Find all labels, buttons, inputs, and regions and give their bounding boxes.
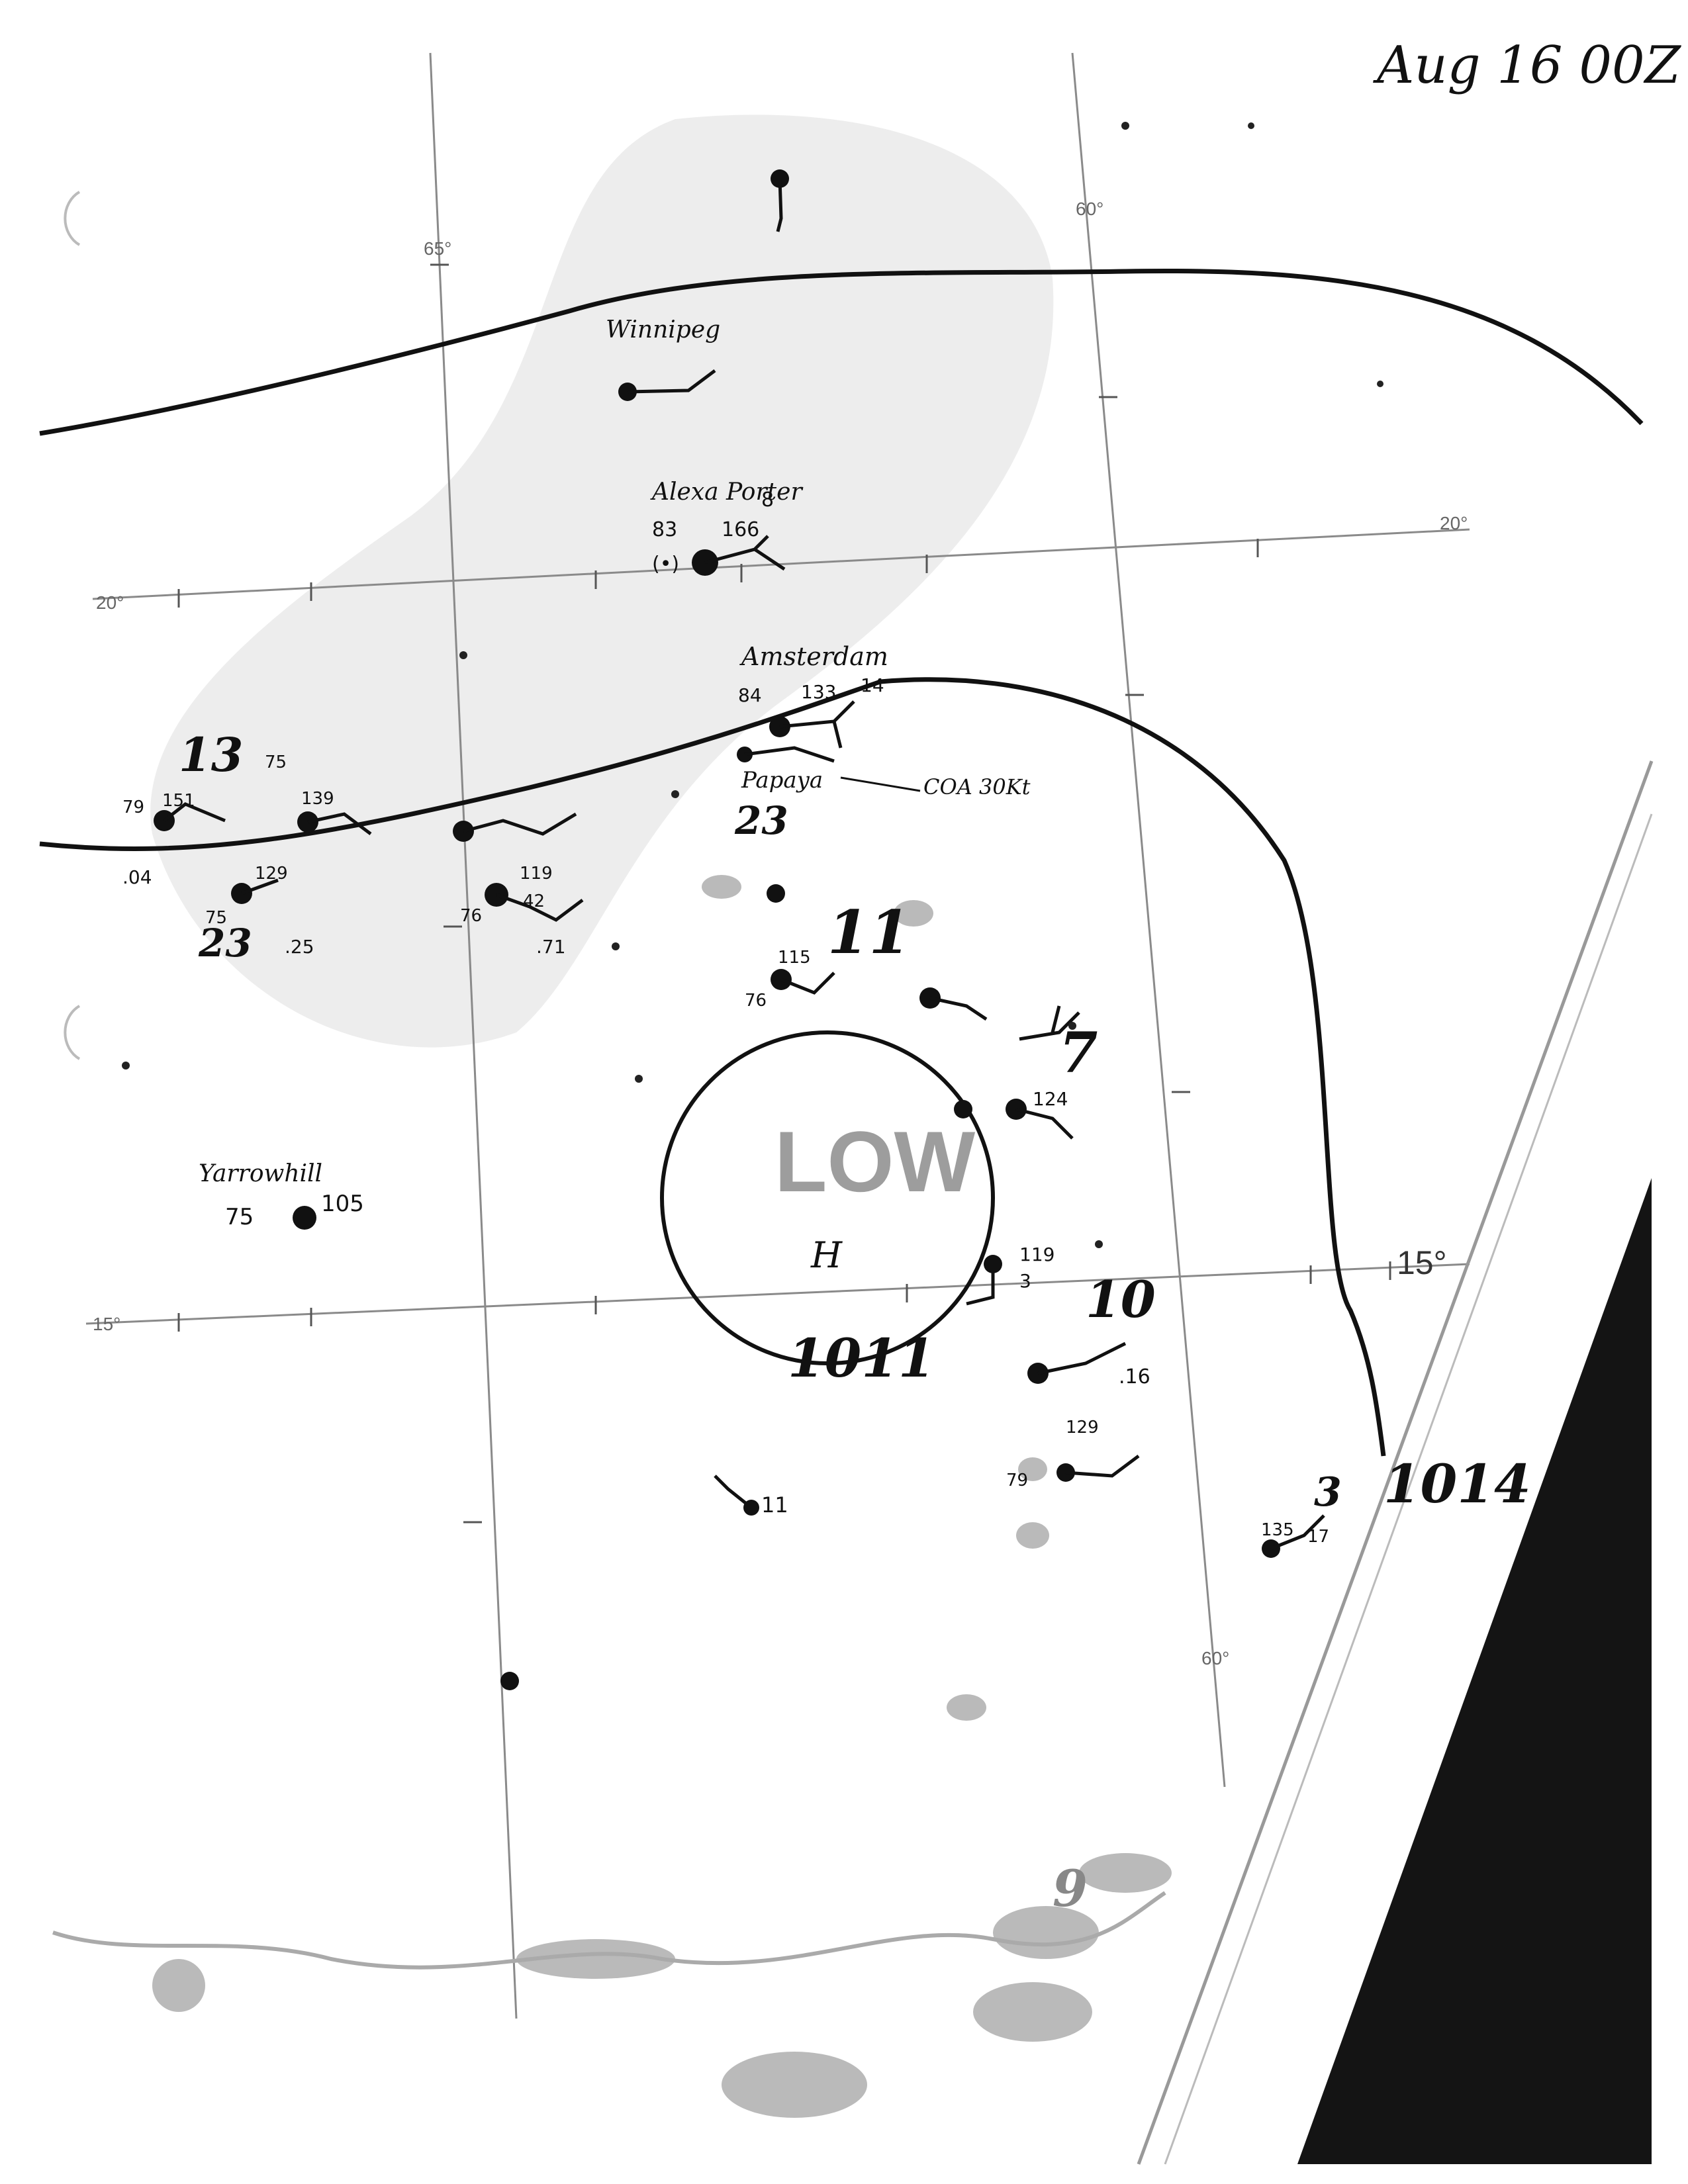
pressure-change-10: 10 [1086,1270,1156,1329]
dark-corner [1297,1178,1652,2164]
station-far-east-tendency: 17 [1307,1527,1329,1547]
station-winnipeg-name: Winnipeg [606,316,720,343]
parallel-15 [85,1263,1470,1325]
grid-label-lat-15-right: 15° [1397,1244,1447,1281]
station-amsterdam-name: Amsterdam [739,642,888,671]
grid-label-lon-60-top: 60° [1076,199,1103,219]
station-amsterdam-temp: 84 [738,684,762,706]
station-mid-tendency: 42 [523,891,545,911]
meridian-65 [429,52,518,2019]
station-se3-temp: 79 [1006,1471,1028,1490]
shaded-region [150,114,1054,1048]
station-alex-porter-name: Alexa Porter [650,478,803,506]
station-west-temp: 79 [122,797,144,817]
grid-label-lon-60-bottom: 60° [1201,1648,1229,1668]
isobar-label-1014: 1014 [1383,1453,1531,1515]
station-west3-temp: 75 [205,908,227,928]
coa-leader-line [840,776,921,792]
station-west3-precip: .25 [285,936,314,958]
ink-specks [122,122,1383,1248]
station-mid-precip: .71 [536,936,566,958]
station-west-precip: .04 [122,866,152,888]
station-lone-value: 11 [761,1492,788,1518]
south-america-coast [52,1891,1166,1970]
station-mid-temp: 76 [460,906,482,926]
isobar-northern [39,268,1644,436]
pressure-change-9: 9 [1053,1859,1088,1918]
isobar-1014 [39,677,1386,1457]
station-sw-pressure: 115 [778,948,811,968]
wind-barbs [163,178,1325,1551]
low-stamp: LOW [774,1113,976,1210]
station-alex-porter-cover: (•) [652,553,679,576]
station-se2-precip: .16 [1119,1365,1150,1388]
grid-label-lat-20-left: 20° [96,592,124,613]
station-east-pressure: 124 [1033,1088,1068,1110]
station-west-pressure: 151 [162,791,195,811]
station-se-pressure: 119 [1019,1244,1055,1265]
pressure-change-23-west: 23 [198,921,252,966]
station-mid-pressure: 119 [520,864,553,884]
annotation-coa: COA 30Kt [923,774,1031,799]
station-sw-temp: 76 [745,991,767,1011]
station-papaya-name: Papaya [741,767,823,794]
pressure-change-11: 11 [827,897,910,968]
station-alex-porter-tendency: 8 [761,488,774,512]
station-amsterdam-pressure: 133 [801,681,836,703]
pressure-change-23-mid: 23 [734,798,788,843]
isobar-label-1011: 1011 [788,1327,935,1389]
meridian-60 [1071,52,1226,1788]
pressure-change-3: 3 [1314,1469,1342,1516]
station-far-east-pressure: 135 [1261,1520,1294,1540]
station-alex-porter-pressure: 166 [722,518,759,541]
pressure-change-7: 7 [1059,1020,1098,1085]
station-west2-temp: 75 [265,752,287,772]
station-yarrowhill-name: Yarrowhill [199,1160,322,1187]
graticule-ticks [177,263,1391,1524]
station-yarrowhill-temp: 75 [225,1204,254,1230]
station-west2-pressure: 139 [301,789,334,809]
pressure-change-13: 13 [179,727,243,782]
station-amsterdam-tendency: 14 [861,674,884,696]
frame-edge-inner [1164,813,1653,2165]
graticule [85,52,1470,2019]
station-west3-pressure: 129 [255,864,288,884]
station-alex-porter-temp: 83 [652,518,677,541]
low-pressure-isobar [660,1030,995,1365]
chart-title: Aug 16 00Z [1373,36,1682,95]
grid-label-lon-65: 65° [424,238,451,259]
binder-hole-top [64,191,81,246]
frame-edge [1137,760,1654,2165]
station-yarrowhill-pressure: 105 [321,1191,364,1217]
station-se-tendency: 3 [1019,1270,1031,1292]
grid-label-lat-20-right: 20° [1440,513,1468,533]
islands [152,875,1172,2118]
station-se3-pressure: 129 [1066,1418,1099,1437]
grid-label-lat-15-left: 15° [93,1314,120,1334]
parallel-20 [92,528,1470,600]
low-center-symbol: H [810,1234,843,1276]
binder-hole-middle [64,1005,81,1060]
